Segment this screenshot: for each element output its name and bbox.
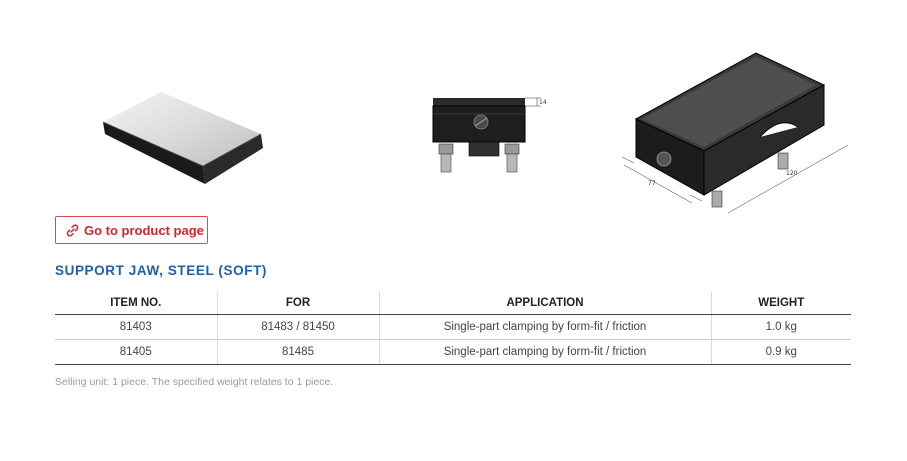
iso-width-label: 77 <box>648 180 656 187</box>
col-header-item-no: ITEM NO. <box>55 292 217 315</box>
section-title: SUPPORT JAW, STEEL (SOFT) <box>55 263 268 278</box>
cell-application: Single-part clamping by form-fit / frict… <box>378 339 711 365</box>
spec-table: ITEM NO. FOR APPLICATION WEIGHT 81403 81… <box>55 292 851 365</box>
isometric-drawing: 77 120 <box>621 52 849 214</box>
front-view-drawing: 14 <box>432 97 547 173</box>
cell-for: 81483 / 81450 <box>216 314 379 340</box>
footnote: Selling unit: 1 piece. The specified wei… <box>55 376 334 388</box>
table-row: 81403 81483 / 81450 Single-part clamping… <box>55 314 851 340</box>
support-jaw-photo <box>102 92 263 184</box>
col-header-application: APPLICATION <box>378 292 711 315</box>
cell-for: 81485 <box>216 339 379 365</box>
front-dimension-label: 14 <box>539 99 547 106</box>
link-icon <box>66 223 79 237</box>
table-header-row: ITEM NO. FOR APPLICATION WEIGHT <box>55 292 851 315</box>
cell-item-no: 81405 <box>55 339 217 365</box>
go-to-product-page-button[interactable]: Go to product page <box>55 216 208 244</box>
product-link-label: Go to product page <box>84 222 204 238</box>
cell-weight: 1.0 kg <box>710 314 851 340</box>
table-row: 81405 81485 Single-part clamping by form… <box>55 339 851 365</box>
iso-length-label: 120 <box>786 170 798 177</box>
col-header-weight: WEIGHT <box>710 292 851 315</box>
col-header-for: FOR <box>216 292 379 315</box>
cell-application: Single-part clamping by form-fit / frict… <box>378 314 711 340</box>
cell-item-no: 81403 <box>55 314 217 340</box>
cell-weight: 0.9 kg <box>710 339 851 365</box>
